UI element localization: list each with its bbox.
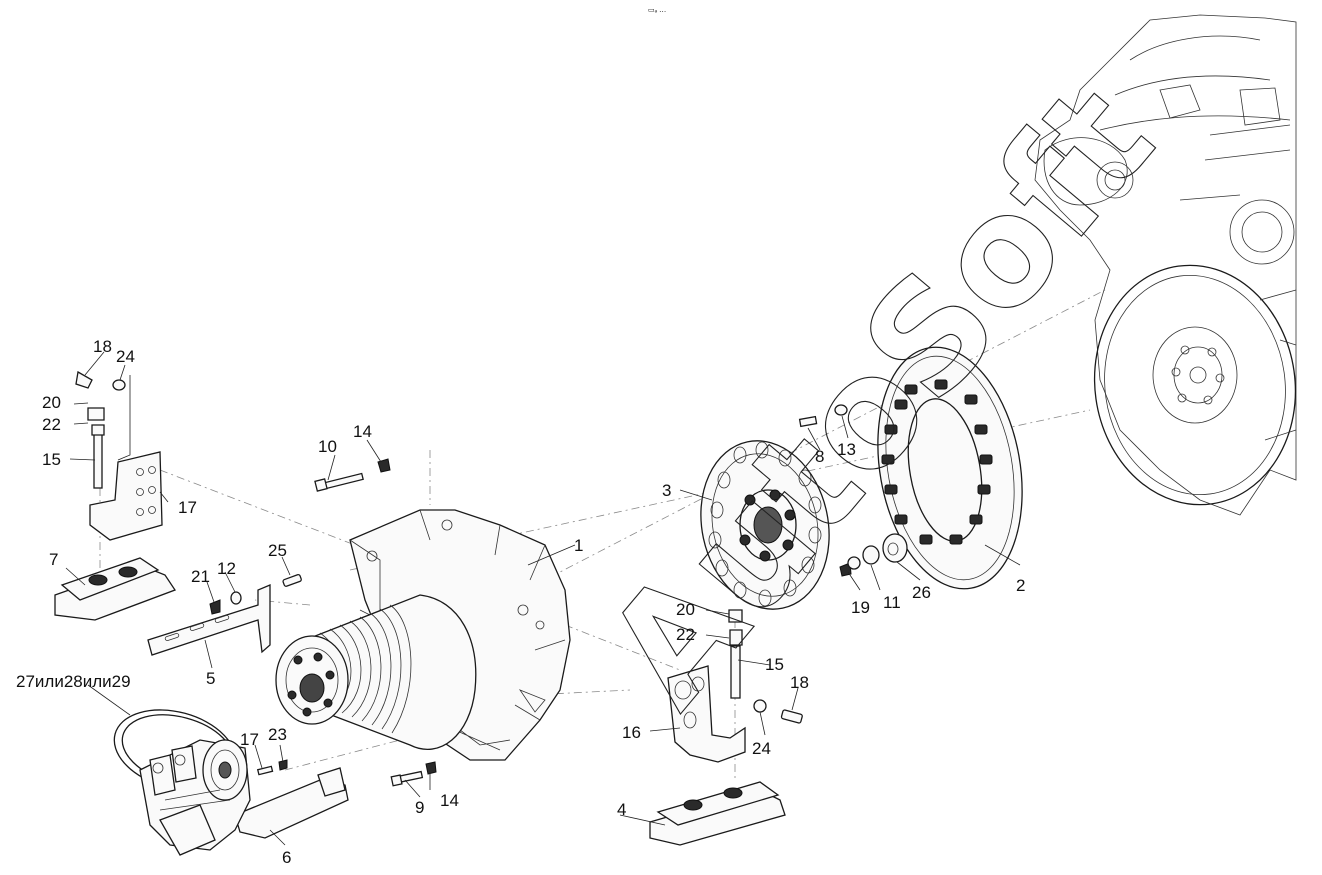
callout-15-left: 15 xyxy=(42,450,61,469)
callout-15-right: 15 xyxy=(765,655,784,674)
callout-23: 23 xyxy=(268,725,287,744)
callout-5: 5 xyxy=(206,669,215,688)
air-compressor-drawing xyxy=(139,739,251,856)
small-parts-left xyxy=(75,370,302,615)
callout-24-right: 24 xyxy=(752,739,771,758)
callout-11: 11 xyxy=(883,593,901,612)
callout-8: 8 xyxy=(815,447,824,466)
mount-part-7 xyxy=(54,557,176,621)
callout-13: 13 xyxy=(837,440,856,459)
leader-lines xyxy=(65,351,1021,846)
bracket-part-16 xyxy=(667,609,803,763)
header-caption: ▭ₔ ․․․ xyxy=(648,7,666,14)
engine-block-drawing xyxy=(1034,14,1297,516)
callout-14-top: 14 xyxy=(353,422,372,441)
callout-16: 16 xyxy=(622,723,641,742)
callout-7: 7 xyxy=(49,550,58,569)
callout-3: 3 xyxy=(662,481,671,500)
callout-21: 21 xyxy=(191,567,210,586)
washers-part-19-11-26 xyxy=(839,533,908,577)
callout-2: 2 xyxy=(1016,576,1025,595)
bracket-part-17-left xyxy=(89,451,163,541)
callout-18-right: 18 xyxy=(790,673,809,692)
callout-14-bottom: 14 xyxy=(440,791,459,810)
callout-20-right: 20 xyxy=(676,600,695,619)
callout-24-left: 24 xyxy=(116,347,135,366)
callout-22-right: 22 xyxy=(676,625,695,644)
callout-20-left: 20 xyxy=(42,393,61,412)
bolt-part-9 xyxy=(256,759,437,787)
grooved-pulley-drawing xyxy=(275,594,477,750)
callout-17-left: 17 xyxy=(178,498,197,517)
callout-25: 25 xyxy=(268,541,287,560)
mount-part-4 xyxy=(649,781,786,846)
callout-22-left: 22 xyxy=(42,415,61,434)
callout-4: 4 xyxy=(617,800,626,819)
support-tube-part-6 xyxy=(234,767,349,839)
coupling-disc-part-3 xyxy=(700,440,830,610)
callout-12: 12 xyxy=(217,559,236,578)
callout-labels: 1 2 3 4 5 6 7 8 9 10 11 12 13 14 14 15 1… xyxy=(16,337,1025,867)
callout-6: 6 xyxy=(282,848,291,867)
callout-1: 1 xyxy=(574,536,583,555)
callout-17-bottom: 17 xyxy=(240,730,259,749)
callout-18-left: 18 xyxy=(93,337,112,356)
callout-10: 10 xyxy=(318,437,337,456)
callout-26: 26 xyxy=(912,583,931,602)
bracket-part-5 xyxy=(147,584,271,656)
callout-19: 19 xyxy=(851,598,870,617)
bolt-part-10 xyxy=(314,458,391,492)
flywheel-ring-part-2 xyxy=(877,346,1023,590)
bolt-part-8 xyxy=(798,404,848,428)
callout-9: 9 xyxy=(415,798,424,817)
callout-27-28-29: 27или28или29 xyxy=(16,672,131,691)
